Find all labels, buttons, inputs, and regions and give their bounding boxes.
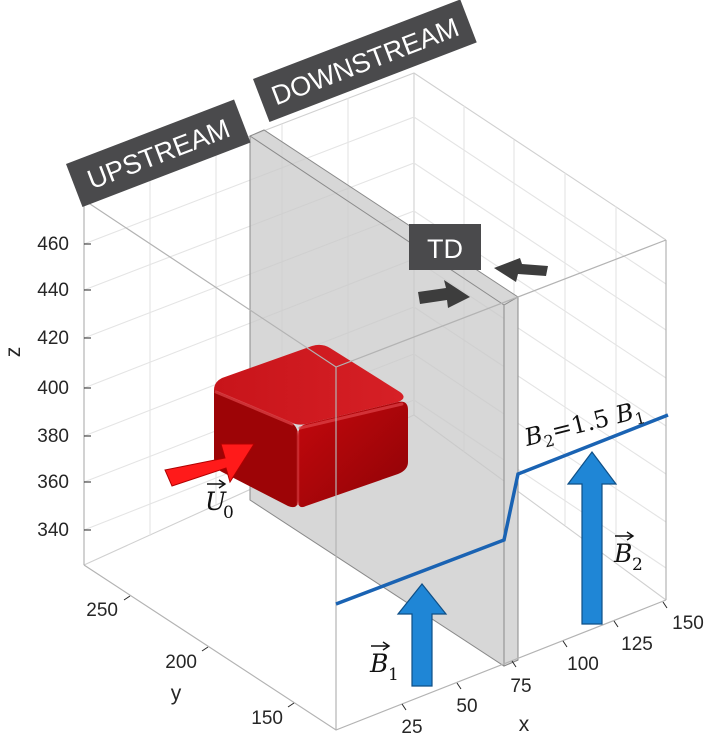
b1-field-arrow [396,583,448,687]
x-tick: 50 [456,696,477,717]
b2-label: B 2 [613,531,643,575]
y-axis: 250 200 150 y [86,595,295,729]
x-tick: 100 [567,654,599,675]
downstream-tag: DOWNSTREAM [253,0,477,122]
downstream-label: DOWNSTREAM [267,12,463,111]
svg-text:0: 0 [223,503,234,523]
svg-text:1: 1 [388,665,399,685]
td-label: TD [427,234,463,264]
td-arrow-right [494,258,548,282]
u0-label: U 0 [205,479,234,523]
y-tick: 200 [165,652,197,673]
z-tick: 380 [37,426,69,447]
obstacle-cube [214,344,408,508]
x-axis-label: x [519,713,530,736]
b1-label: B 1 [369,641,399,685]
svg-text:2: 2 [632,555,643,575]
z-axis-label: z [2,347,25,358]
b2-field-arrow [566,451,618,625]
z-tick: 340 [37,520,69,541]
bounding-box-front [83,199,667,731]
y-axis-label: y [171,682,182,705]
z-tick: 360 [37,472,69,493]
inflow-arrow [164,443,255,487]
z-tick: 420 [37,328,69,349]
field-strength-line [335,413,669,606]
svg-text:U: U [205,487,227,516]
td-tag: TD [409,224,481,270]
x-tick: 75 [510,676,531,697]
z-axis: 460 440 420 400 380 360 340 z [2,234,91,541]
z-tick: 400 [37,378,69,399]
svg-text:B: B [613,539,632,568]
x-axis: 25 50 75 100 125 150 x [401,601,704,738]
y-tick: 150 [251,708,283,729]
svg-text:B: B [369,649,388,678]
z-tick: 440 [37,280,69,301]
td-arrow-left [418,280,470,308]
x-tick: 125 [621,634,653,655]
y-tick: 250 [86,600,118,621]
x-tick: 150 [672,613,704,634]
x-tick: 25 [401,717,422,738]
z-tick: 460 [37,234,69,255]
